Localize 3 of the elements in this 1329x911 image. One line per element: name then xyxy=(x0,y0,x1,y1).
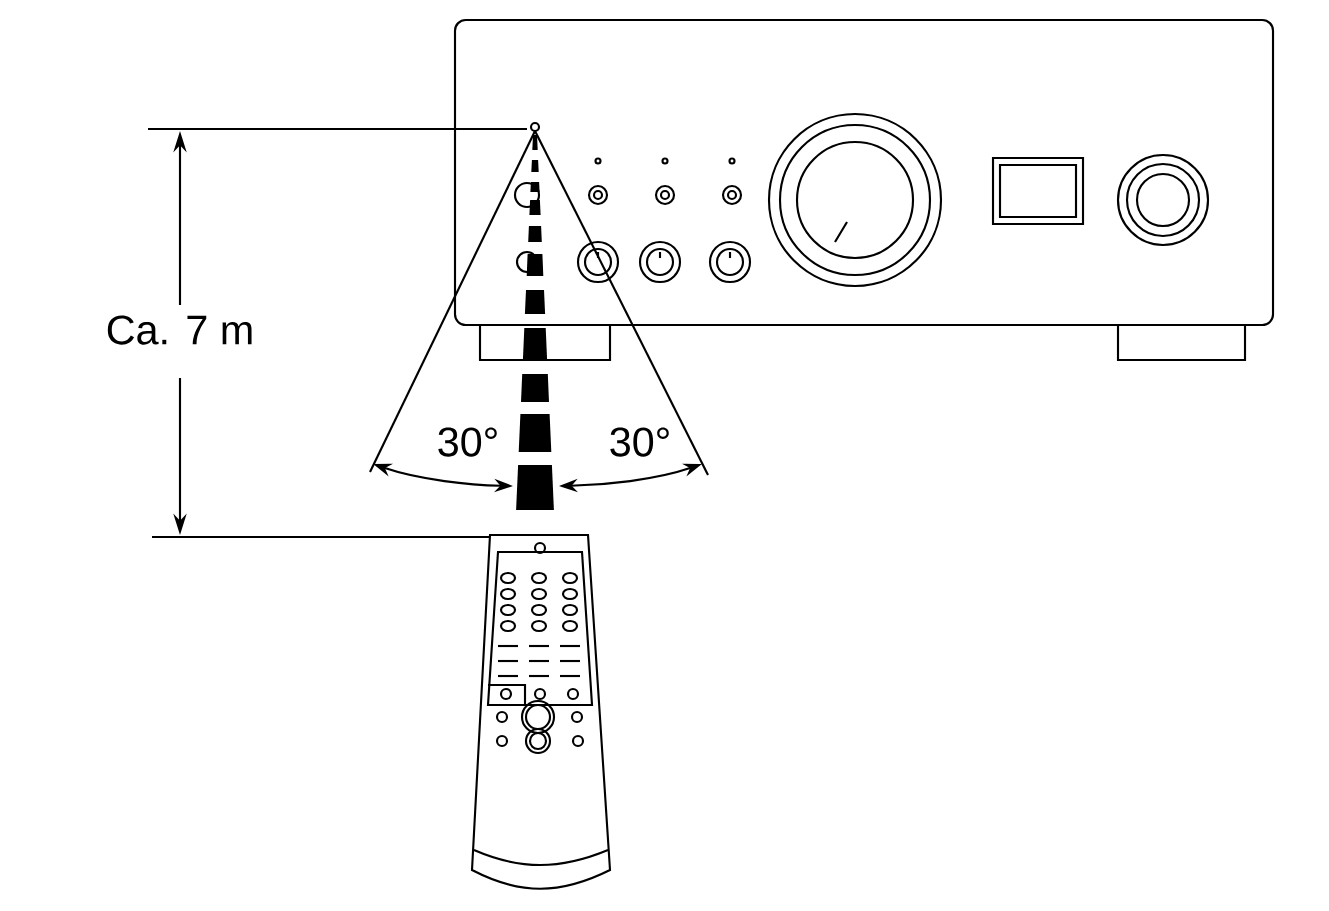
angle-label: 30° xyxy=(610,427,669,457)
dimension-label: Ca. 7 m xyxy=(103,312,257,348)
angle-label: 30° xyxy=(438,427,497,457)
